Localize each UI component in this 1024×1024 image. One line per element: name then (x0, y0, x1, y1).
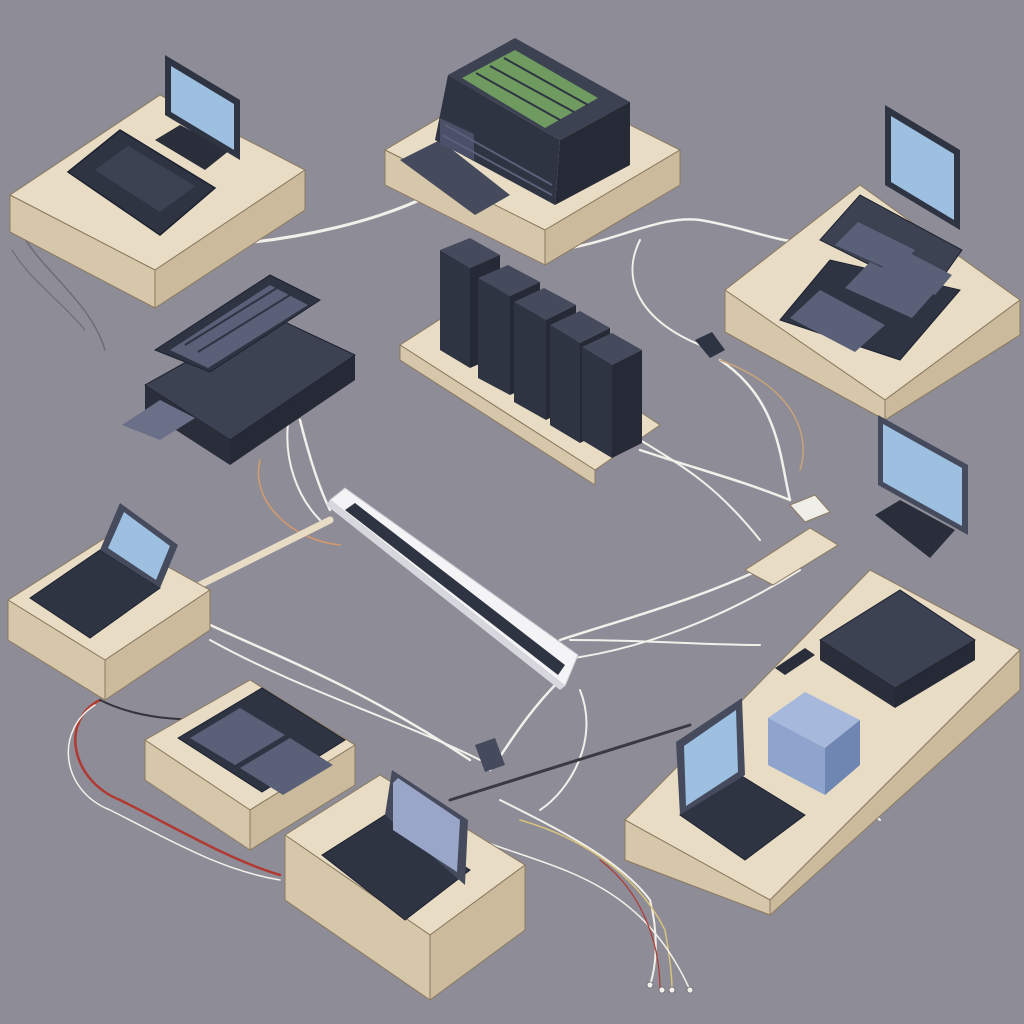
platform-side-right (769, 648, 1021, 917)
keyboard-area (95, 146, 195, 212)
monitor-right[interactable] (875, 415, 968, 558)
network-switch-icon (819, 589, 976, 708)
workstation-lower-right[interactable] (624, 569, 1021, 917)
cable-laptop-to-hub (186, 516, 334, 594)
cable-hub-right-to-junction-2 (559, 569, 801, 661)
platform-side-right (884, 299, 1021, 421)
cable-hub-to-right-box (569, 639, 761, 646)
server-bank-lower-left[interactable] (144, 679, 356, 851)
connector-plug (775, 648, 815, 675)
monitor-icon (878, 415, 968, 535)
platform-side-right (429, 864, 526, 1001)
server-rack-icon (435, 38, 630, 205)
cable-top-left-dangling (19, 229, 106, 351)
switch-tray (122, 400, 195, 440)
switch-side (230, 355, 355, 465)
cable-left-switch-to-hub (298, 418, 332, 512)
cable-switch-right-2 (719, 359, 804, 471)
workstation-left-laptop[interactable] (7, 503, 211, 701)
cable-left-switch-to-hub-2 (286, 409, 321, 521)
connector-small (475, 332, 725, 772)
cable-hub-right-to-junction (558, 558, 782, 642)
cable-hub-to-lower-left-2 (209, 639, 481, 761)
central-hub-icon[interactable] (326, 487, 579, 690)
mouse-pad (155, 125, 230, 170)
cable-bundle-bottom-3 (479, 839, 691, 991)
cable-bundle-bottom-4 (599, 859, 661, 991)
cable-servers-to-junction-2 (639, 439, 761, 541)
cable-hub-down-2 (539, 689, 588, 811)
network-switch-left[interactable] (122, 274, 357, 465)
cable-rack-to-right-2 (631, 239, 701, 346)
cable-bundle-bottom-2 (519, 819, 673, 991)
server-rack-icon (768, 692, 860, 795)
tray-panel (400, 140, 510, 215)
cable-bundle-bottom-1 (499, 799, 657, 986)
junction-right (744, 494, 839, 586)
cable-servers-to-junction (638, 448, 792, 502)
monitor-icon (885, 105, 960, 230)
cable-top-left-dangling-2 (11, 249, 86, 331)
workstation-bottom-laptop[interactable] (284, 770, 526, 1001)
network-switch-icon (153, 274, 322, 373)
cable-switch-right-1 (718, 358, 792, 502)
drive-bays (790, 222, 952, 352)
platform-side-right (104, 589, 211, 701)
server-rack-icon (440, 238, 642, 458)
monitor-base (875, 500, 955, 558)
network-switch-icon (177, 687, 346, 795)
server-bank-top-right[interactable] (724, 105, 1021, 421)
laptop-icon (321, 770, 471, 921)
laptop-icon (29, 503, 178, 639)
cable-left-switch-orange (257, 459, 341, 546)
rack-switch-top-center[interactable] (383, 38, 682, 266)
platform-side (399, 344, 596, 486)
cable-hub-to-lower-left (198, 618, 472, 762)
monitor-icon (165, 55, 240, 160)
cable-red-loop (74, 698, 282, 877)
cable-icon (646, 981, 694, 994)
platform-side-right (154, 169, 306, 309)
server-towers-center[interactable] (399, 238, 661, 486)
cable-red-loop-white (67, 704, 281, 881)
platform-side-right (544, 149, 681, 266)
cable-pole (448, 723, 692, 802)
laptop-icon (676, 698, 806, 861)
workstation-top-left[interactable] (9, 55, 306, 309)
